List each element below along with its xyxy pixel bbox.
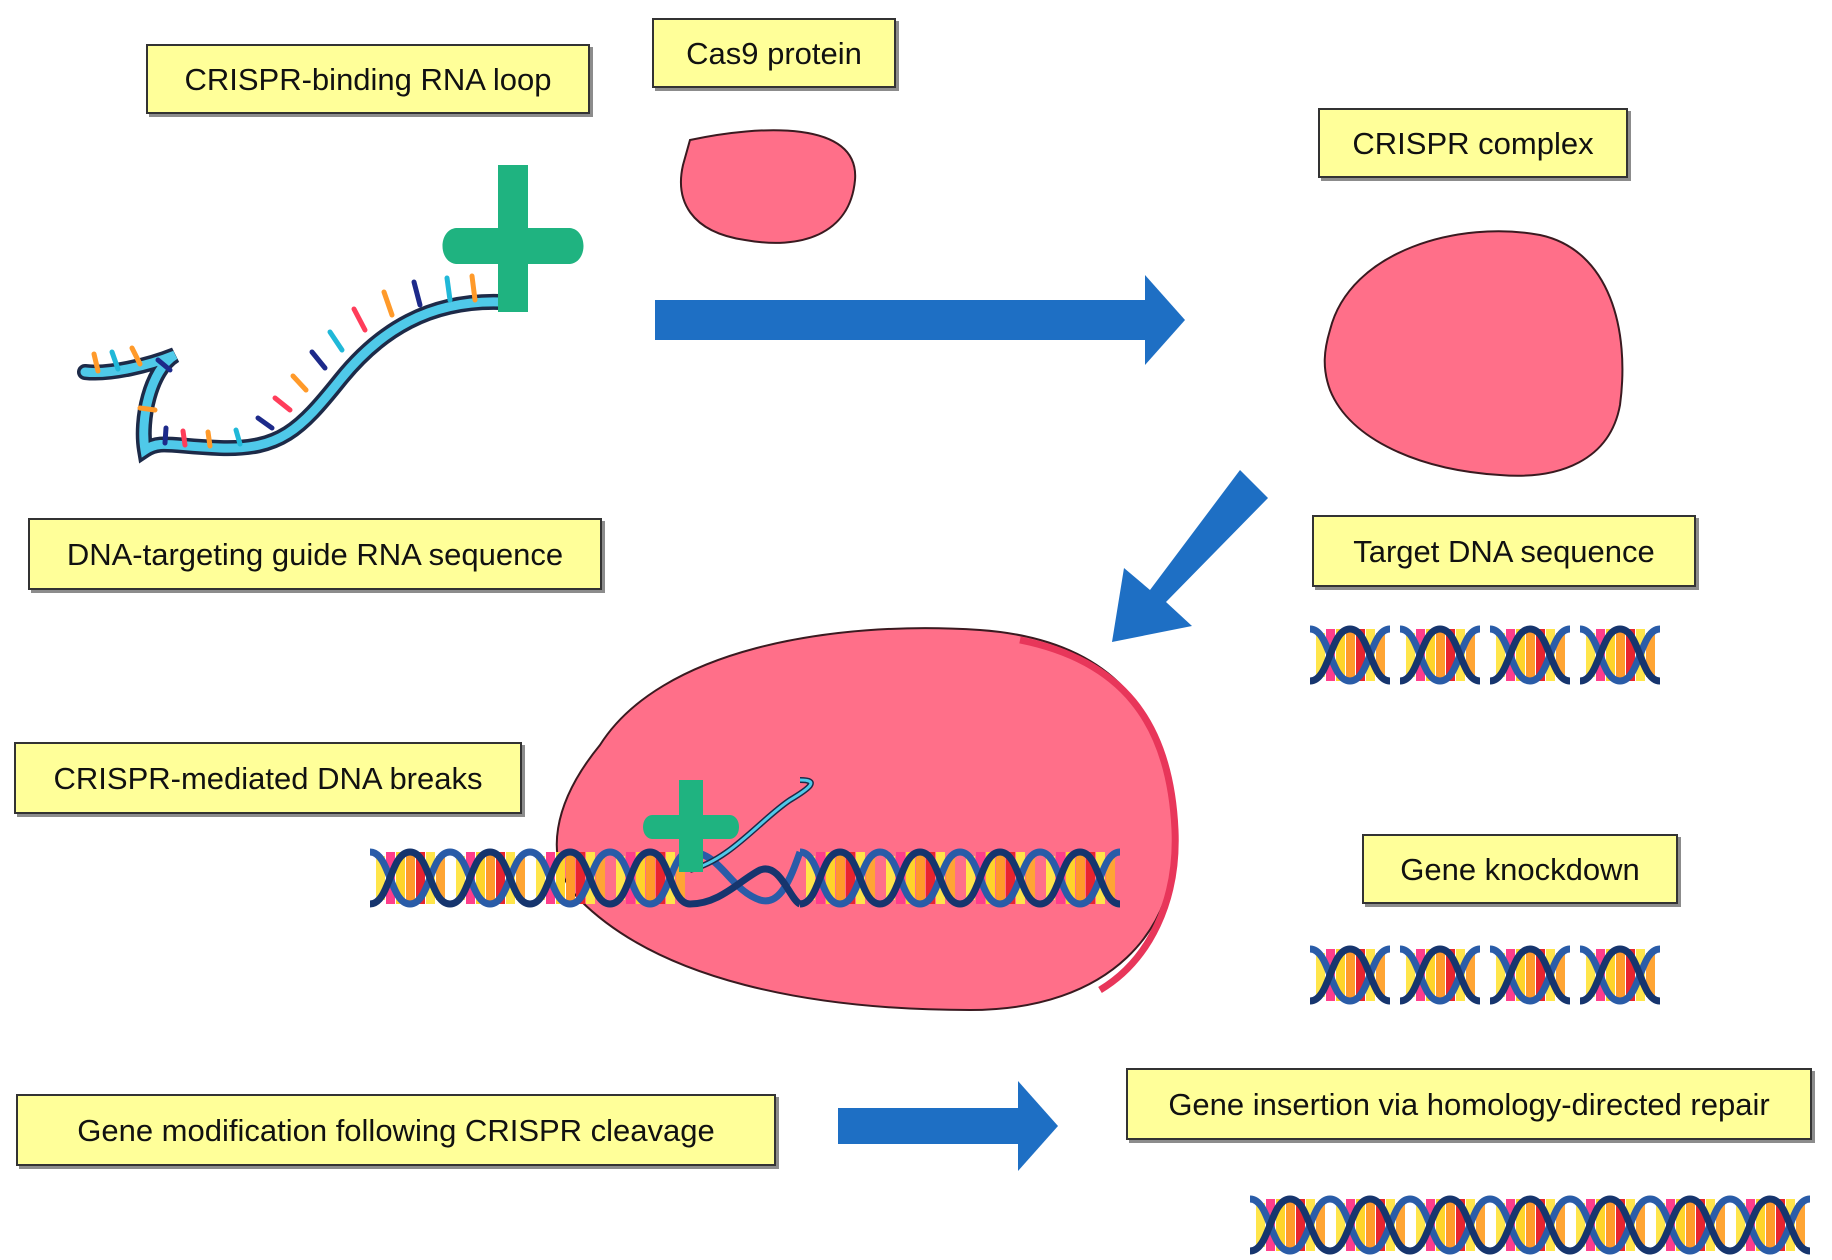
rna-loop-cross-icon	[442, 165, 584, 312]
broken-dna-helix-icon	[370, 777, 1120, 904]
label-cas9-protein: Cas9 protein	[652, 18, 896, 88]
label-crispr-mediated-dna-breaks: CRISPR-mediated DNA breaks	[14, 742, 522, 814]
label-target-dna-sequence: Target DNA sequence	[1312, 515, 1696, 587]
label-gene-modification: Gene modification following CRISPR cleav…	[16, 1094, 776, 1166]
label-gene-insertion: Gene insertion via homology-directed rep…	[1126, 1068, 1812, 1140]
crispr-complex-protein-icon	[1323, 230, 1624, 477]
label-crispr-complex: CRISPR complex	[1318, 108, 1628, 178]
cas9-protein-icon	[679, 129, 857, 244]
label-gene-knockdown: Gene knockdown	[1362, 834, 1678, 904]
label-dna-targeting-guide-rna: DNA-targeting guide RNA sequence	[28, 518, 602, 590]
label-crispr-binding-rna-loop: CRISPR-binding RNA loop	[146, 44, 590, 114]
gene-insertion-helix-icon	[1250, 1199, 1810, 1251]
flow-arrow-diagonal	[1112, 470, 1268, 642]
target-dna-helix-icon	[1310, 629, 1660, 681]
guide-rna-strand-icon	[77, 165, 584, 464]
flow-arrow-right-2	[838, 1081, 1058, 1171]
flow-arrow-right-1	[655, 275, 1185, 365]
gene-knockdown-helix-icon	[1310, 949, 1660, 1001]
